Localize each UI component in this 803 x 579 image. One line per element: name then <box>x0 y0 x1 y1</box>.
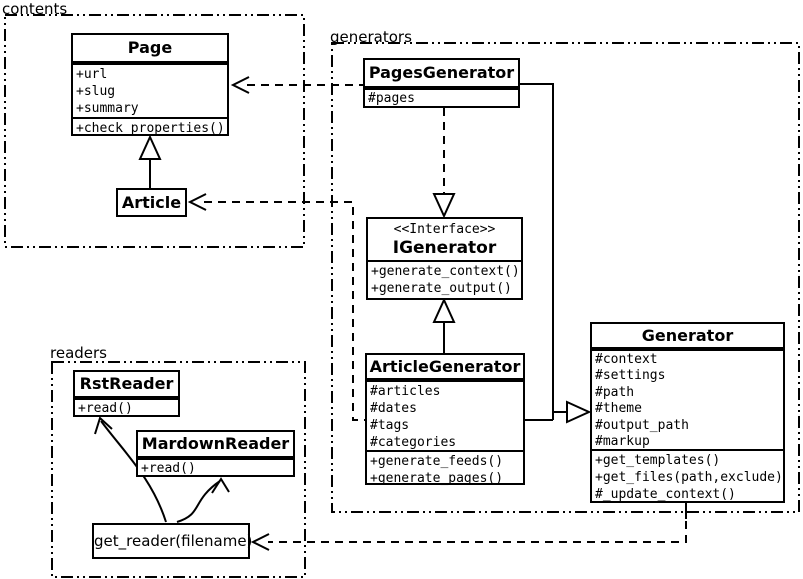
hollow-triangle-icon <box>432 193 456 219</box>
attribute-row: #categories <box>370 435 457 450</box>
methods-compartment: +read() <box>75 398 178 417</box>
class-name-article: Article <box>121 193 182 212</box>
attribute-row: #pages <box>368 91 415 106</box>
package-label-readers: readers <box>50 344 107 362</box>
package-label-generators: generators <box>330 28 412 46</box>
edge-generators-to-generator-inheritance <box>520 83 592 424</box>
class-box-igenerator: <<Interface>> IGenerator +generate_conte… <box>366 217 523 300</box>
method-row: +get_files(path,exclude) <box>595 470 783 485</box>
attributes-compartment: #pages <box>365 88 518 108</box>
methods-compartment: +get_templates() +get_files(path,exclude… <box>592 449 783 505</box>
attributes-compartment: #articles #dates #tags #categories <box>367 380 523 450</box>
attributes-compartment: +url +slug +summary <box>73 63 227 117</box>
package-border-readers <box>51 361 306 578</box>
attribute-row: #theme <box>595 401 642 417</box>
hollow-triangle-icon <box>138 134 162 160</box>
attribute-row: #tags <box>370 418 410 433</box>
class-name-igenerator: IGenerator <box>392 238 497 258</box>
class-box-page: Page +url +slug +summary +check_properti… <box>71 33 229 136</box>
methods-compartment: +read() <box>138 458 293 477</box>
class-box-generator: Generator #context #settings #path #them… <box>590 322 785 503</box>
package-border-generators <box>331 42 800 513</box>
function-box-getreader: get_reader(filename) <box>92 523 252 559</box>
method-row: +check_properties() <box>76 121 225 136</box>
class-name-page: Page <box>73 35 227 63</box>
class-name-generator: Generator <box>592 324 783 349</box>
package-label-contents: contents <box>2 0 68 18</box>
method-row: #_update_context() <box>595 487 736 502</box>
open-arrowhead-icon <box>187 193 207 211</box>
attributes-compartment: #context #settings #path #theme #output_… <box>592 349 783 449</box>
open-arrowhead-icon <box>250 533 270 551</box>
class-name-articlegenerator: ArticleGenerator <box>367 355 523 380</box>
method-row: +generate_output() <box>371 281 512 296</box>
edge-article-to-page-inheritance <box>138 134 162 188</box>
class-name-mardownreader: MardownReader <box>138 432 293 458</box>
class-header-igenerator: <<Interface>> IGenerator <box>368 219 521 262</box>
method-row: +generate_feeds() <box>370 454 504 469</box>
package-border-contents <box>4 14 305 248</box>
attribute-row: #articles <box>370 384 441 399</box>
class-box-rstreader: RstReader +read() <box>73 370 180 417</box>
open-arrowhead-icon <box>230 76 250 94</box>
class-box-pagesgenerator: PagesGenerator #pages <box>363 58 520 108</box>
class-name-pagesgenerator: PagesGenerator <box>365 60 518 88</box>
attribute-row: #dates <box>370 401 417 416</box>
class-box-mardownreader: MardownReader +read() <box>136 430 295 477</box>
edge-pagesgenerator-to-page-dependency <box>230 76 363 94</box>
method-row: +generate_pages() <box>370 471 504 486</box>
attribute-row: #output_path <box>595 417 689 433</box>
edge-articlegenerator-to-igenerator-inheritance <box>432 297 456 353</box>
edge-getreader-to-mardownreader <box>176 477 230 523</box>
method-row: +get_templates() <box>595 453 721 468</box>
attribute-row: +summary <box>76 101 139 116</box>
attribute-row: #path <box>595 384 635 400</box>
class-box-article: Article <box>116 188 187 217</box>
edge-pagesgenerator-to-igenerator-realization <box>432 108 456 219</box>
methods-compartment: +generate_context() +generate_output() <box>368 262 521 298</box>
edge-articlegenerator-to-article-dependency <box>187 193 365 421</box>
stereotype-label: <<Interface>> <box>393 222 496 237</box>
methods-compartment: +generate_feeds() +generate_pages() <box>367 450 523 487</box>
method-row: +read() <box>141 461 196 476</box>
attribute-row: #settings <box>595 368 666 384</box>
class-name-rstreader: RstReader <box>75 372 178 398</box>
methods-compartment: +check_properties() <box>73 117 227 140</box>
method-row: +read() <box>78 401 133 416</box>
edge-generator-to-getreader-dependency <box>250 503 687 551</box>
open-arrowhead-icon <box>94 416 113 435</box>
class-box-articlegenerator: ArticleGenerator #articles #dates #tags … <box>365 353 525 487</box>
attribute-row: #markup <box>595 434 650 450</box>
hollow-triangle-icon <box>432 297 456 323</box>
hollow-triangle-icon <box>566 400 592 424</box>
open-arrowhead-icon <box>211 477 230 494</box>
attribute-row: +slug <box>76 84 116 99</box>
attribute-row: #context <box>595 352 658 367</box>
attribute-row: +url <box>76 67 108 82</box>
method-row: +generate_context() <box>371 264 520 279</box>
